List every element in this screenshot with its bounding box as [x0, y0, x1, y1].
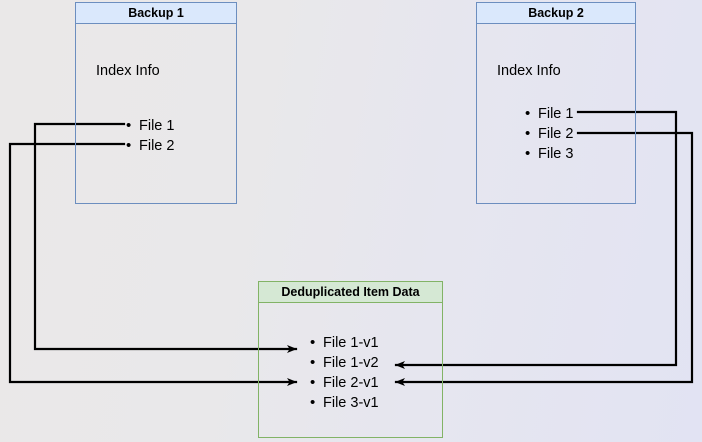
- list-item: File 2: [525, 124, 574, 144]
- node-backup-2-title: Backup 2: [476, 2, 636, 24]
- deduplicated-file-list: File 1-v1 File 1-v2 File 2-v1 File 3-v1: [306, 333, 379, 413]
- list-item: File 2-v1: [310, 373, 379, 393]
- node-backup-2[interactable]: Backup 2 Index Info File 1 File 2 File 3: [476, 2, 636, 204]
- backup-2-file-list: File 1 File 2 File 3: [521, 104, 574, 164]
- node-deduplicated-item-data-title: Deduplicated Item Data: [258, 281, 443, 303]
- backup-2-index-info-label: Index Info: [497, 63, 561, 79]
- node-backup-1-title: Backup 1: [75, 2, 237, 24]
- node-deduplicated-item-data-body: File 1-v1 File 1-v2 File 2-v1 File 3-v1: [258, 303, 443, 438]
- node-deduplicated-item-data[interactable]: Deduplicated Item Data File 1-v1 File 1-…: [258, 281, 443, 438]
- list-item: File 1-v1: [310, 333, 379, 353]
- list-item: File 1: [126, 116, 175, 136]
- node-backup-2-body: Index Info File 1 File 2 File 3: [476, 24, 636, 204]
- list-item: File 3: [525, 144, 574, 164]
- list-item: File 1-v2: [310, 353, 379, 373]
- list-item: File 3-v1: [310, 393, 379, 413]
- list-item: File 2: [126, 136, 175, 156]
- node-backup-1[interactable]: Backup 1 Index Info File 1 File 2: [75, 2, 237, 204]
- backup-1-index-info-label: Index Info: [96, 63, 160, 79]
- node-backup-1-body: Index Info File 1 File 2: [75, 24, 237, 204]
- backup-1-file-list: File 1 File 2: [122, 116, 175, 156]
- list-item: File 1: [525, 104, 574, 124]
